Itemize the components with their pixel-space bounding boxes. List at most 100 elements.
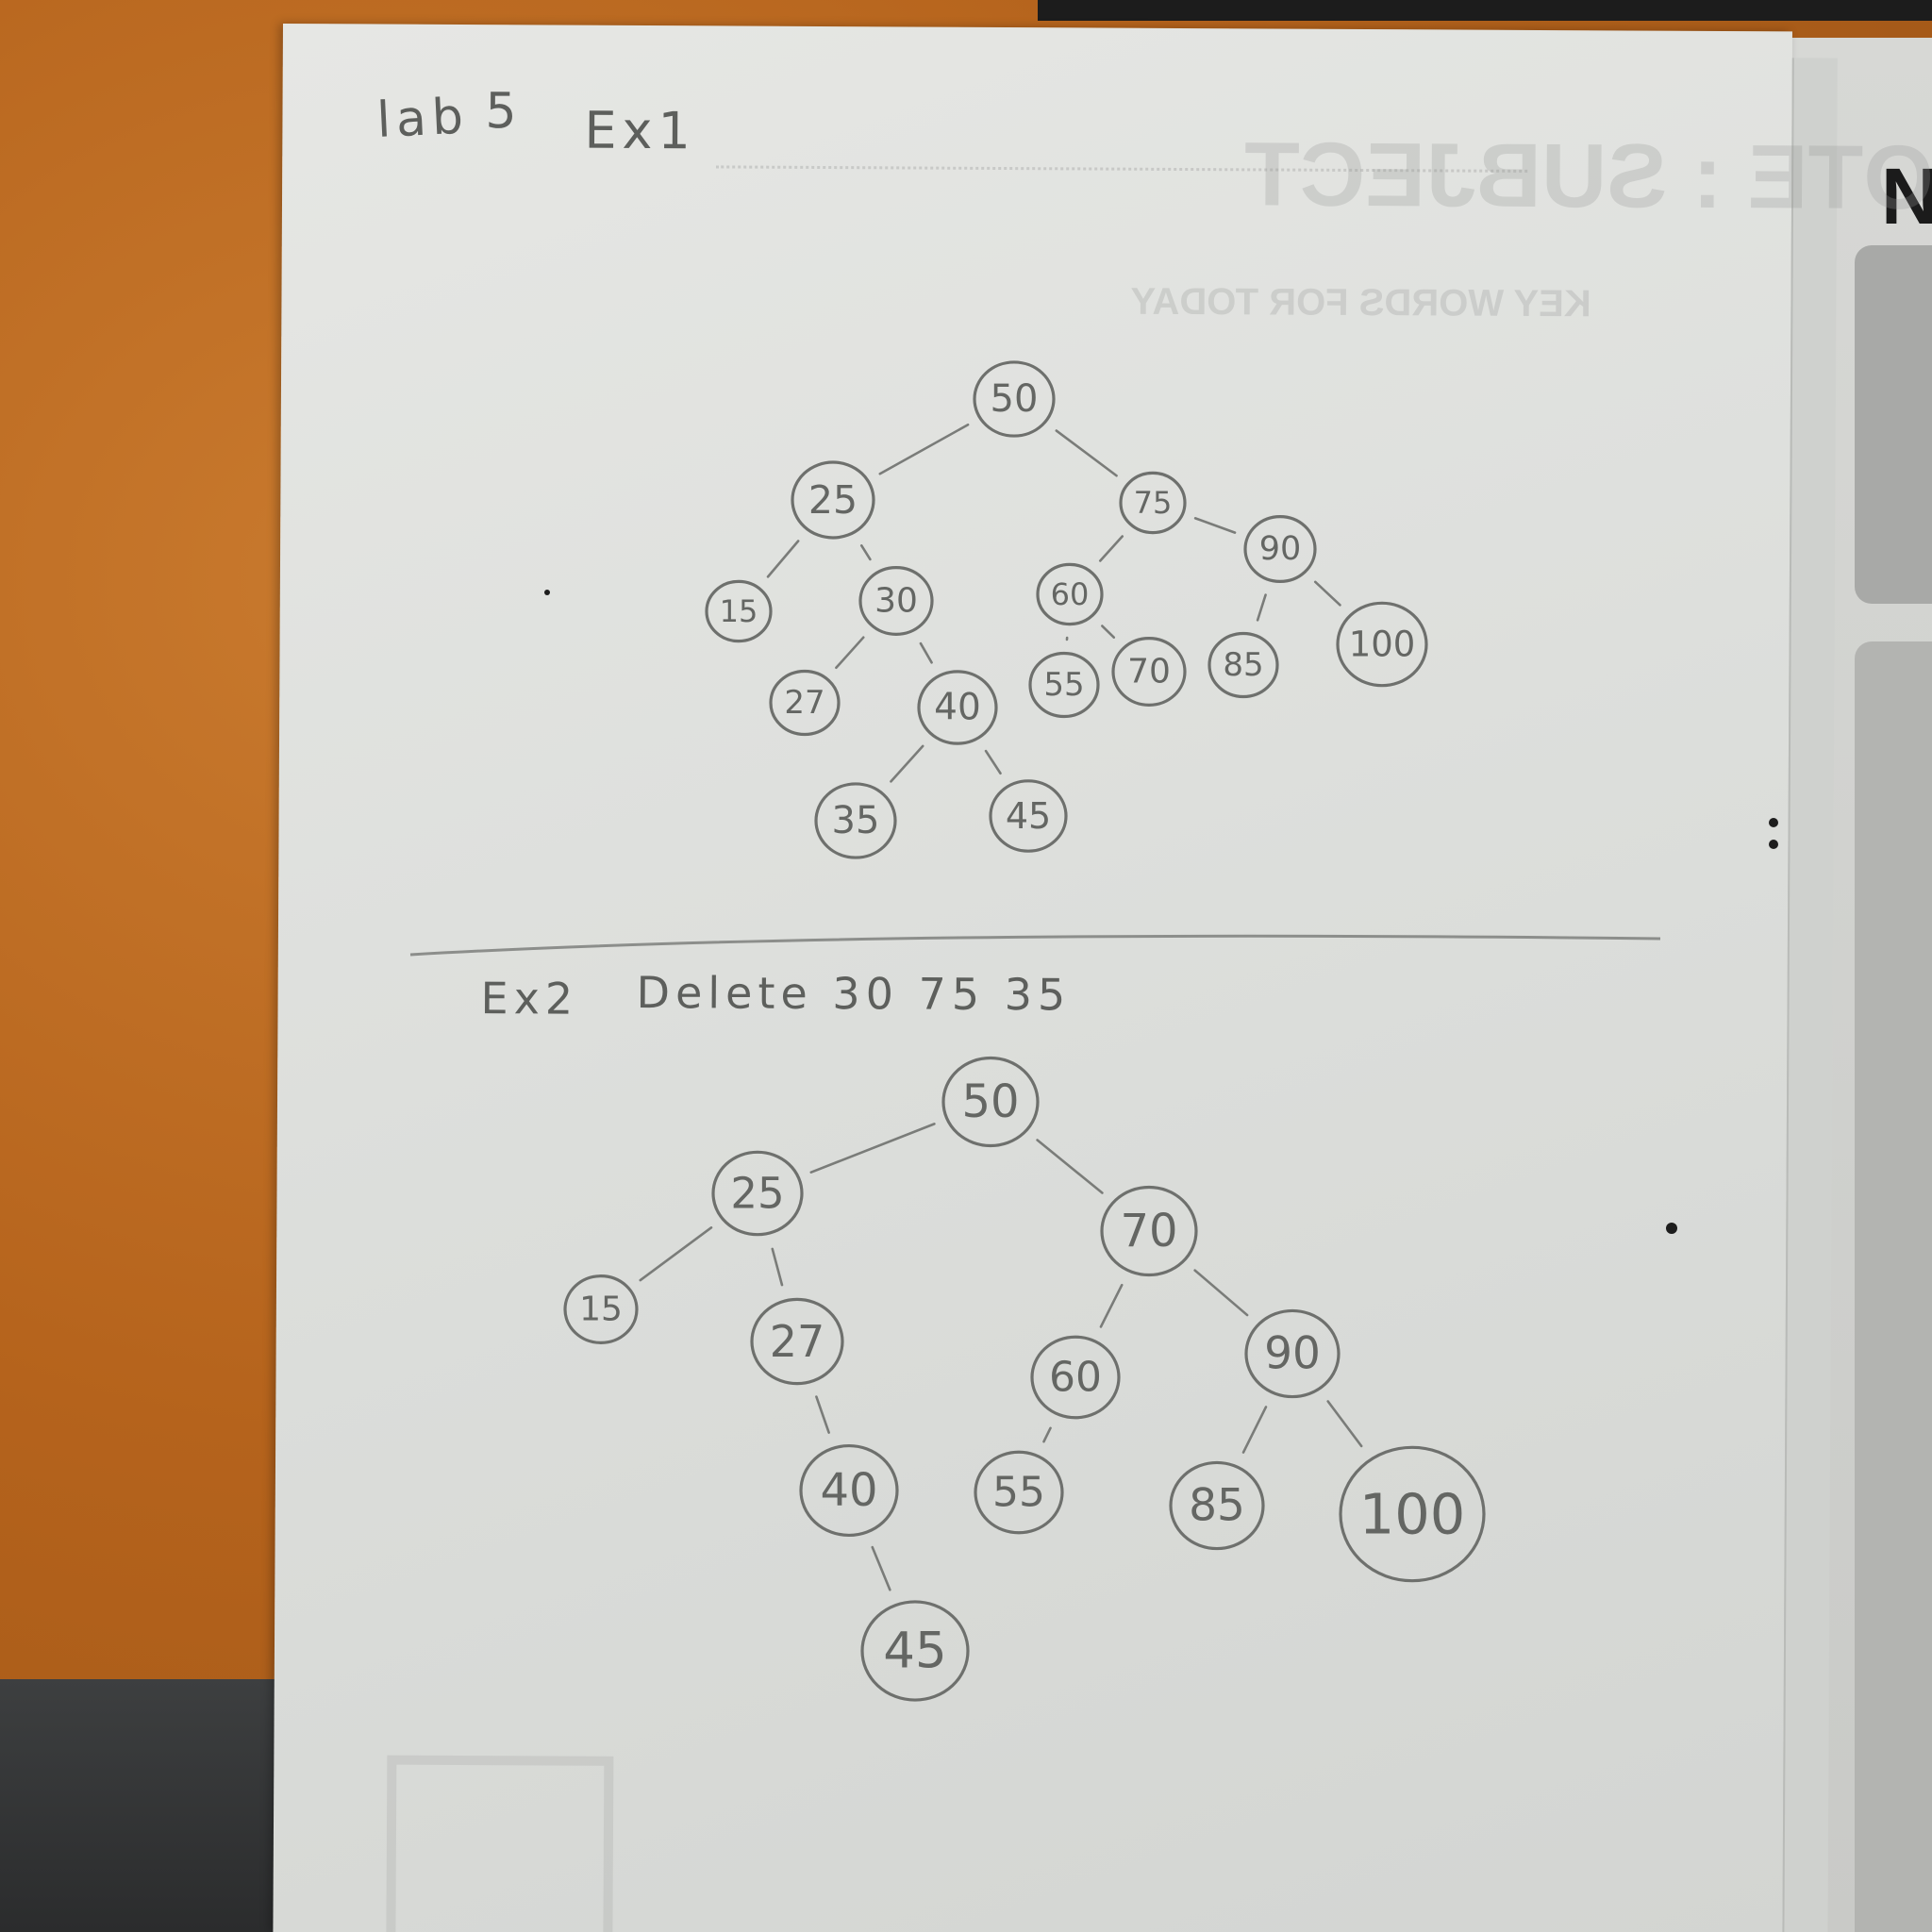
tree1-node-circle: [1208, 631, 1279, 699]
tree1-edge: [1098, 535, 1124, 562]
tree2-edge: [1099, 1283, 1124, 1328]
tree1-node-circle: [1336, 601, 1428, 688]
tree2-node-label: 25: [730, 1169, 784, 1219]
tree2-node-label: 40: [820, 1464, 877, 1517]
tree1-node: 100: [1336, 601, 1428, 688]
tree2-node-circle: [941, 1056, 1040, 1148]
tree1-node: 85: [1208, 631, 1279, 699]
tree1-node-label: 85: [1223, 646, 1263, 684]
tree2-node-label: 55: [992, 1469, 1045, 1517]
tree1-node-circle: [858, 566, 934, 636]
tree1-node-circle: [814, 782, 897, 859]
tree2-edge: [1241, 1406, 1268, 1454]
tree2-node-circle: [750, 1297, 844, 1386]
ink-speck: [1769, 840, 1778, 849]
tree1-node-circle: [791, 460, 875, 540]
tree2-edge: [809, 1123, 936, 1174]
tree2-node-circle: [711, 1150, 804, 1237]
tree1-node-circle: [1028, 651, 1100, 719]
tree2-node-circle: [1169, 1460, 1265, 1551]
tree2-edge: [1042, 1426, 1052, 1443]
tree2-edge: [771, 1247, 784, 1287]
tree2-node-label: 45: [883, 1623, 946, 1680]
tree1-node: 50: [973, 360, 1056, 438]
tree1-node-label: 27: [784, 684, 824, 722]
tree1-edge: [859, 544, 872, 561]
tree1-node-label: 60: [1051, 576, 1090, 612]
tree1-node: 70: [1111, 637, 1187, 707]
tree1-edge: [919, 641, 933, 664]
tree2-node-circle: [974, 1450, 1064, 1535]
tree2-node: 60: [1030, 1335, 1121, 1420]
ink-speck: [1666, 1223, 1677, 1234]
tree1-node: 25: [791, 460, 875, 540]
tree1-node-label: 50: [991, 377, 1039, 421]
tree1-node-circle: [973, 360, 1056, 438]
tree2-edges: [639, 1123, 1363, 1591]
tree2-node: 45: [860, 1600, 970, 1702]
tree1-node-label: 40: [934, 687, 981, 729]
tree1-node: 40: [917, 670, 998, 745]
tree1-node: 55: [1028, 651, 1100, 719]
tree1-node: 60: [1036, 562, 1104, 626]
tree2-edge: [1193, 1269, 1249, 1317]
tree2-node-label: 70: [1120, 1205, 1177, 1257]
tree2-edge: [1326, 1400, 1363, 1448]
tree2-node: 55: [974, 1450, 1064, 1535]
tree2-node-circle: [860, 1600, 970, 1702]
tree1-node-label: 75: [1134, 485, 1173, 521]
tree2-node: 40: [799, 1443, 899, 1538]
adjacent-page-letter: N: [1881, 152, 1932, 241]
tree1-node-label: 100: [1349, 625, 1416, 665]
tree2-node: 15: [563, 1274, 639, 1344]
tree1-edge: [984, 749, 1002, 775]
tree1-node-circle: [705, 579, 773, 643]
tree1-edge: [890, 744, 924, 783]
tree1-edge: [1055, 429, 1118, 477]
tree2-node-circle: [563, 1274, 639, 1344]
tree1-edge: [1256, 593, 1267, 622]
tree1-edge: [766, 540, 800, 578]
tree1-node-label: 90: [1259, 530, 1302, 568]
tree1-node-label: 15: [720, 593, 758, 629]
tree2-node: 70: [1100, 1185, 1198, 1277]
tree1-nodes: 50 25 75 15 30 60 90 27 40 55 70 85 100 35 45: [705, 360, 1428, 859]
tree1-node-label: 45: [1006, 795, 1051, 837]
tree2-node: 100: [1339, 1445, 1486, 1583]
tree2-node-label: 85: [1189, 1480, 1245, 1532]
tree1-node: 35: [814, 782, 897, 859]
tree1-edge: [878, 423, 970, 475]
ink-speck: [1769, 818, 1778, 827]
dark-object-top-edge: [1038, 0, 1932, 21]
tree2-node-circle: [1030, 1335, 1121, 1420]
tree1-node-label: 35: [832, 799, 880, 842]
tree2-node-label: 90: [1264, 1328, 1321, 1380]
tree1-edge: [1193, 517, 1237, 534]
tree1-edge: [1101, 625, 1116, 639]
tree2-node-circle: [1339, 1445, 1486, 1583]
tree1-node-label: 55: [1043, 666, 1084, 704]
tree1-node-circle: [1243, 514, 1317, 584]
tree1-edges: [766, 423, 1341, 783]
adjacent-page-gray-panel: [1855, 641, 1932, 1932]
tree1-node-label: 25: [808, 477, 858, 523]
tree2-node: 25: [711, 1150, 804, 1237]
dark-table-corner: [0, 1679, 302, 1932]
tree1-node: 45: [989, 779, 1068, 853]
tree2-node: 27: [750, 1297, 844, 1386]
tree1-node: 27: [769, 669, 841, 737]
tree1-node: 30: [858, 566, 934, 636]
tree2-node-circle: [799, 1443, 899, 1538]
tree2-edge: [1036, 1139, 1104, 1194]
tree2-node-label: 100: [1359, 1482, 1466, 1547]
tree1-node-label: 70: [1127, 653, 1171, 691]
tree2-node-label: 60: [1049, 1354, 1102, 1402]
tree1-node-circle: [1119, 471, 1187, 535]
tree1-edge: [1313, 580, 1341, 607]
tree1-node: 15: [705, 579, 773, 643]
tree1-node-circle: [1036, 562, 1104, 626]
tree2-node-circle: [1244, 1308, 1341, 1399]
